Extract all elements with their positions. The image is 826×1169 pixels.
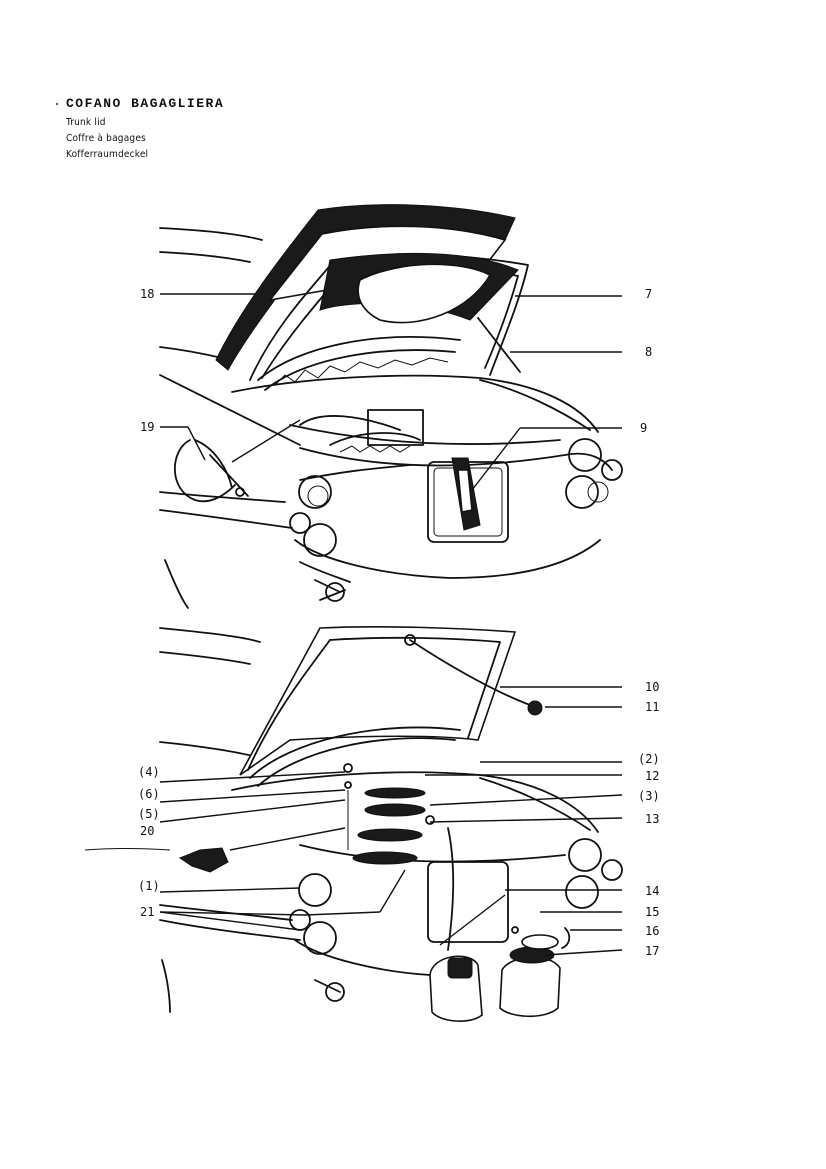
callout-16: 16 — [645, 924, 659, 938]
callout-7: 7 — [645, 287, 652, 301]
subtitle-german: Kofferraumdeckel — [66, 149, 149, 160]
callout-9: 9 — [640, 421, 647, 435]
callout-8: 8 — [645, 345, 652, 359]
page-title: COFANO BAGAGLIERA — [66, 96, 225, 111]
subtitle-french: Coffre à bagages — [66, 133, 146, 144]
subtitle-english: Trunk lid — [66, 117, 106, 128]
callout-labels: 7 8 9 18 19 10 11 (2) 12 (3) 13 14 15 16… — [138, 287, 660, 958]
callout-17: 17 — [645, 944, 659, 958]
callout-19: 19 — [140, 420, 154, 434]
bottom-car-illustration — [84, 625, 623, 1022]
callout-14: 14 — [645, 884, 659, 898]
callout-p1: (1) — [138, 879, 160, 893]
callout-p6: (6) — [138, 787, 160, 801]
callout-21: 21 — [140, 905, 154, 919]
callout-11: 11 — [645, 700, 659, 714]
callout-20: 20 — [140, 824, 154, 838]
callout-15: 15 — [645, 905, 659, 919]
stray-dot — [56, 103, 58, 105]
title-block: COFANO BAGAGLIERA Trunk lid Coffre à bag… — [66, 96, 224, 165]
callout-10: 10 — [645, 680, 659, 694]
callout-13: 13 — [645, 812, 659, 826]
callout-p2: (2) — [638, 752, 660, 766]
callout-p5: (5) — [138, 807, 160, 821]
top-leader-lines — [160, 293, 622, 491]
callout-18: 18 — [140, 287, 154, 301]
callout-p4: (4) — [138, 765, 160, 779]
callout-12: 12 — [645, 769, 659, 783]
callout-p3: (3) — [638, 789, 660, 803]
bottom-leader-lines — [159, 686, 623, 956]
top-car-illustration — [159, 204, 623, 609]
